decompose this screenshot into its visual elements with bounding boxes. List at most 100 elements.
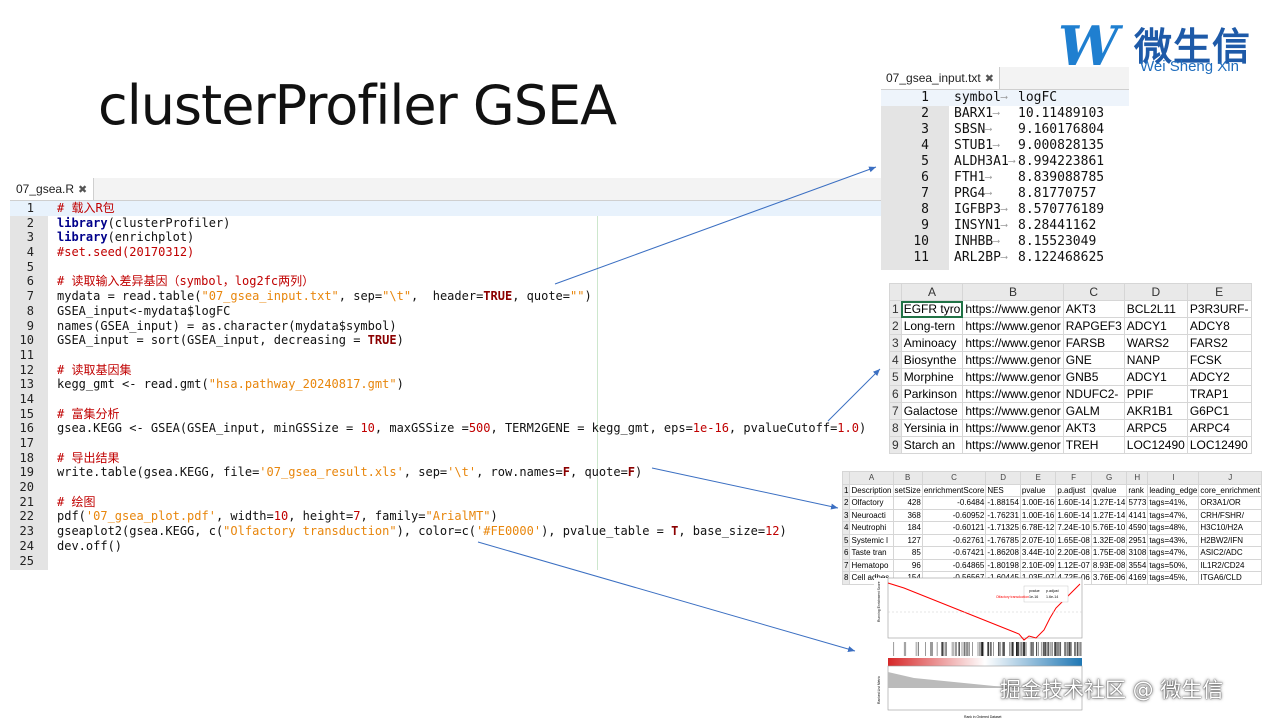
column-header[interactable]: E — [1019, 471, 1057, 485]
cell[interactable]: Parkinson — [900, 385, 964, 403]
code-line[interactable]: 17 — [10, 436, 882, 451]
cell[interactable]: https://www.genor — [962, 419, 1064, 437]
code-line[interactable]: 1# 载入R包 — [10, 201, 882, 216]
code-text[interactable]: gsea.KEGG <- GSEA(GSEA_input, minGSSize … — [57, 421, 866, 436]
code-text[interactable]: gseaplot2(gsea.KEGG, c("Olfactory transd… — [57, 524, 787, 539]
code-text[interactable]: names(GSEA_input) = as.character(mydata$… — [57, 319, 397, 334]
cell[interactable]: GNE — [1062, 351, 1125, 369]
column-header[interactable]: C — [1062, 283, 1125, 301]
cell[interactable]: 2.07E-10 — [1019, 533, 1057, 547]
cell[interactable]: TRAP1 — [1186, 385, 1252, 403]
code-line[interactable]: 11 — [10, 348, 882, 363]
cell[interactable]: ADCY1 — [1123, 317, 1188, 335]
code-text[interactable]: pdf('07_gsea_plot.pdf', width=10, height… — [57, 509, 498, 524]
code-text[interactable]: GSEA_input<-mydata$logFC — [57, 304, 230, 319]
code-line[interactable]: 15# 富集分析 — [10, 407, 882, 422]
cell[interactable]: https://www.genor — [962, 300, 1064, 318]
column-header[interactable]: B — [892, 471, 923, 485]
code-text[interactable]: # 绘图 — [57, 495, 95, 510]
cell[interactable]: Galactose — [900, 402, 964, 420]
cell[interactable]: Yersinia in — [900, 419, 964, 437]
code-text[interactable]: kegg_gmt <- read.gmt("hsa.pathway_202408… — [57, 377, 404, 392]
cell[interactable]: 4169 — [1126, 571, 1149, 585]
code-text[interactable]: #set.seed(20170312) — [57, 245, 194, 260]
cell[interactable]: ARPC4 — [1186, 419, 1252, 437]
cell[interactable]: NDUFC2- — [1062, 385, 1125, 403]
close-tab-icon[interactable]: ✖ — [984, 73, 994, 85]
code-line[interactable]: 6# 读取输入差异基因（symbol，log2fc两列） — [10, 274, 882, 289]
cell[interactable]: LOC12490 — [1123, 436, 1188, 454]
code-line[interactable]: 25 — [10, 554, 882, 569]
code-text[interactable]: library(clusterProfiler) — [57, 216, 230, 231]
column-header[interactable]: H — [1126, 471, 1149, 485]
code-line[interactable]: 4#set.seed(20170312) — [10, 245, 882, 260]
cell[interactable]: tags=45%, — [1147, 571, 1200, 585]
cell[interactable]: AKT3 — [1062, 419, 1125, 437]
code-line[interactable]: 12# 读取基因集 — [10, 363, 882, 378]
cell[interactable]: Starch an — [900, 436, 964, 454]
editor-tab[interactable]: 07_gsea.R✖ — [10, 178, 95, 200]
code-line[interactable]: 20 — [10, 480, 882, 495]
input-file-tab[interactable]: 07_gsea_input.txt✖ — [881, 67, 1000, 89]
cell[interactable]: https://www.genor — [962, 368, 1064, 386]
code-text[interactable]: library(enrichplot) — [57, 230, 194, 245]
code-line[interactable]: 18# 导出结果 — [10, 451, 882, 466]
cell[interactable]: RAPGEF3 — [1062, 317, 1125, 335]
cell[interactable]: Aminoacy — [900, 334, 964, 352]
code-line[interactable]: 14 — [10, 392, 882, 407]
column-header[interactable]: C — [921, 471, 987, 485]
cell[interactable]: https://www.genor — [962, 334, 1064, 352]
cell[interactable]: https://www.genor — [962, 436, 1064, 454]
column-header[interactable]: I — [1147, 471, 1200, 485]
cell[interactable]: BCL2L11 — [1123, 300, 1188, 318]
code-text[interactable]: mydata = read.table("07_gsea_input.txt",… — [57, 289, 592, 304]
code-text[interactable]: # 读取输入差异基因（symbol，log2fc两列） — [57, 274, 314, 289]
cell[interactable]: GALM — [1062, 402, 1125, 420]
code-text[interactable]: # 载入R包 — [57, 201, 115, 216]
cell[interactable]: ITGA6/CLD — [1198, 571, 1262, 585]
cell[interactable]: ADCY2 — [1186, 368, 1252, 386]
cell[interactable]: 127 — [892, 533, 923, 547]
cell[interactable]: ADCY1 — [1123, 368, 1188, 386]
code-text[interactable]: dev.off() — [57, 539, 122, 554]
cell[interactable]: 3.76E-06 — [1090, 571, 1128, 585]
cell[interactable]: https://www.genor — [962, 385, 1064, 403]
column-header[interactable]: F — [1055, 471, 1092, 485]
cell[interactable]: LOC12490 — [1186, 436, 1252, 454]
code-line[interactable]: 5 — [10, 260, 882, 275]
code-text[interactable]: # 读取基因集 — [57, 363, 131, 378]
code-text[interactable]: GSEA_input = sort(GSEA_input, decreasing… — [57, 333, 404, 348]
column-header[interactable]: J — [1198, 471, 1262, 485]
column-header[interactable]: A — [900, 283, 964, 301]
code-text[interactable]: # 富集分析 — [57, 407, 119, 422]
column-header[interactable]: D — [1123, 283, 1188, 301]
code-text[interactable]: write.table(gsea.KEGG, file='07_gsea_res… — [57, 465, 642, 480]
cell[interactable]: ASIC2/ADC — [1198, 546, 1262, 560]
cell[interactable]: GNB5 — [1062, 368, 1125, 386]
code-text[interactable]: # 导出结果 — [57, 451, 119, 466]
code-line[interactable]: 21# 绘图 — [10, 495, 882, 510]
row-header[interactable]: 8 — [841, 571, 851, 585]
close-tab-icon[interactable]: ✖ — [78, 184, 88, 196]
row-header[interactable]: 8 — [889, 419, 902, 437]
column-header[interactable]: B — [962, 283, 1064, 301]
